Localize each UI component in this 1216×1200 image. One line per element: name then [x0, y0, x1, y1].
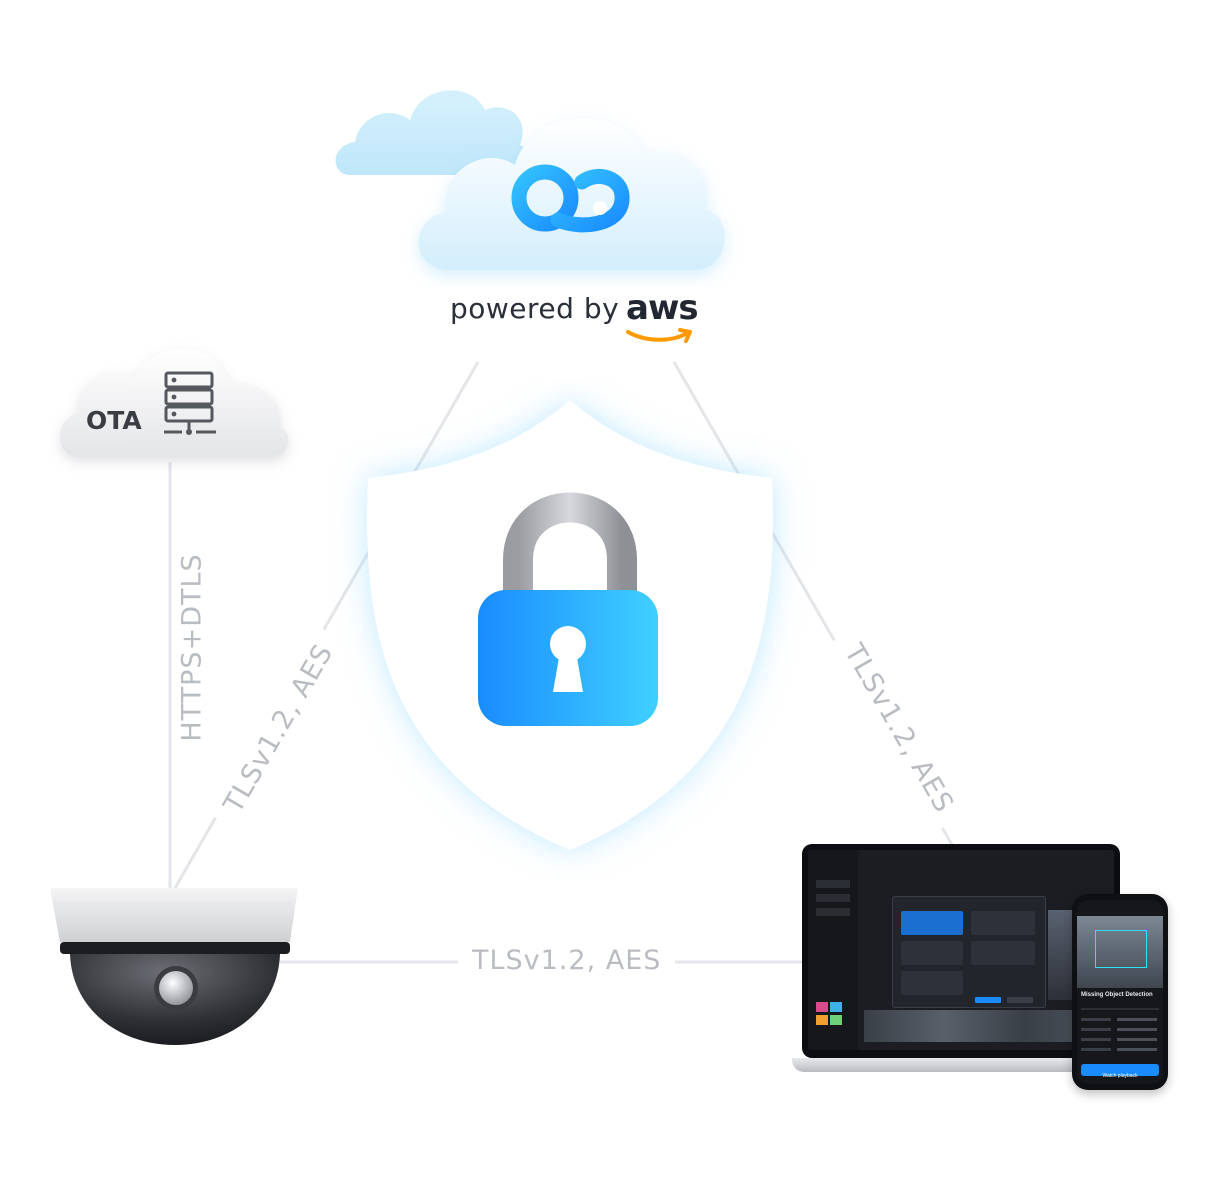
- label-https-dtls: HTTPS+DTLS: [176, 539, 208, 756]
- phone-screen: Missing Object Detection Watch playback: [1077, 900, 1163, 1084]
- ota-label: OTA: [86, 406, 142, 435]
- aws-brand-text: aws: [626, 288, 699, 328]
- security-shield: [367, 400, 773, 850]
- phone-title: Missing Object Detection: [1081, 992, 1153, 998]
- dome-camera: [50, 888, 298, 1045]
- dialog-panel: [892, 896, 1046, 1008]
- watch-playback-button[interactable]: Watch playback: [1081, 1064, 1159, 1079]
- cloud-logo-icon: [511, 164, 630, 233]
- aws-cloud-group: [335, 90, 725, 270]
- laptop-base: [792, 1058, 1132, 1072]
- smartphone: Missing Object Detection Watch playback: [1072, 894, 1168, 1090]
- phone-video: [1077, 916, 1163, 988]
- laptop-screen: [808, 850, 1114, 1050]
- powered-by-text: powered by: [450, 292, 620, 325]
- watch-playback-label: Watch playback: [1102, 1073, 1138, 1079]
- lock-icon: [478, 492, 658, 726]
- label-tls-bottom: TLSv1.2, AES: [458, 945, 676, 976]
- server-icon: [164, 371, 216, 435]
- laptop: [792, 844, 1132, 1076]
- aws-smile-icon: [626, 328, 692, 343]
- small-cloud: [335, 90, 531, 175]
